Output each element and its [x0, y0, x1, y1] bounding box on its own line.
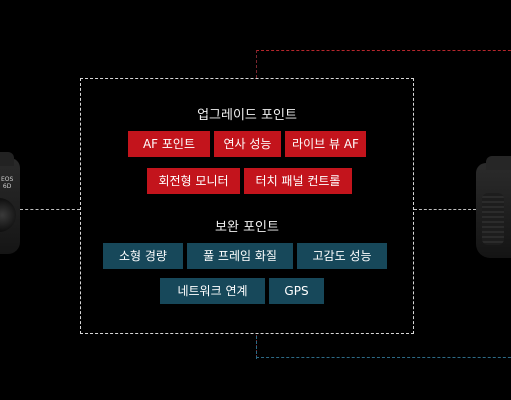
left-camera-top	[0, 152, 14, 166]
complement-tag-gps: GPS	[269, 278, 324, 304]
right-camera-image	[476, 156, 511, 258]
complement-tag-high-iso: 고감도 성능	[297, 243, 387, 269]
complement-points-title: 보완 포인트	[215, 220, 279, 235]
right-camera-top	[486, 156, 511, 170]
left-camera-lens	[0, 198, 16, 232]
upgrade-tag-vari-angle-monitor: 회전형 모니터	[147, 168, 240, 194]
upgrade-tag-af-points: AF 포인트	[128, 131, 210, 157]
left-camera-badge: EOS 6D	[1, 176, 14, 190]
left-camera-image: EOS 6D	[0, 152, 20, 254]
complement-tag-network: 네트워크 연계	[160, 278, 265, 304]
left-connector-line	[20, 209, 80, 210]
upgrade-tag-live-view-af: 라이브 뷰 AF	[285, 131, 366, 157]
complement-tag-compact: 소형 경량	[103, 243, 183, 269]
right-camera-grip	[482, 193, 504, 245]
upgrade-tag-touch-panel: 터치 패널 컨트롤	[244, 168, 352, 194]
upgrade-points-title: 업그레이드 포인트	[197, 108, 297, 123]
right-connector-line	[414, 209, 476, 210]
complement-tag-full-frame: 풀 프레임 화질	[187, 243, 293, 269]
comparison-panel: 업그레이드 포인트 AF 포인트 연사 성능 라이브 뷰 AF 회전형 모니터 …	[80, 78, 414, 334]
upgrade-tag-continuous-shooting: 연사 성능	[214, 131, 281, 157]
